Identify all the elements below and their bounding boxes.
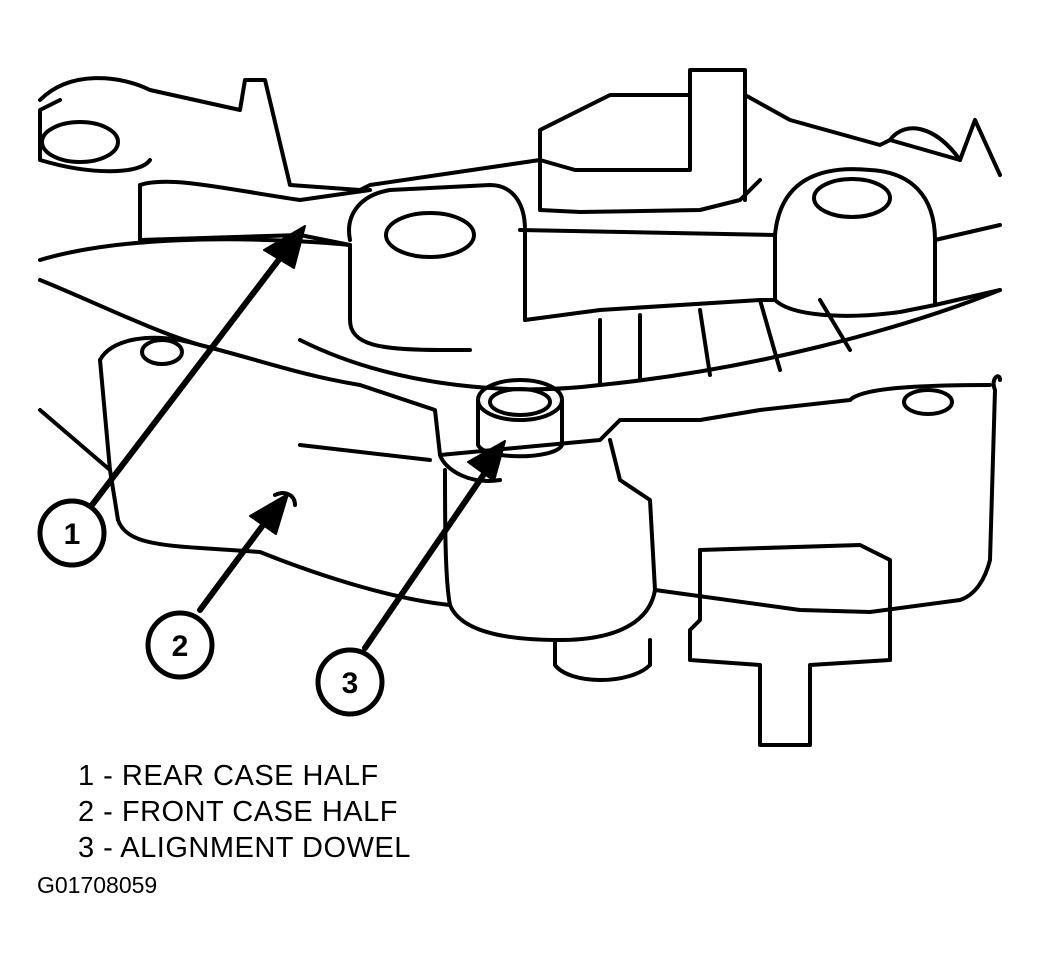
callout-number: 1 [64,518,81,551]
figure-code: G01708059 [37,872,158,898]
arrowhead-2 [249,493,289,535]
legend-item: 2 - FRONT CASE HALF [78,796,398,828]
arrowhead-3 [467,440,506,482]
legend-item: 3 - ALIGNMENT DOWEL [78,832,411,864]
callout-2: 2 [145,610,215,680]
callout-1: 1 [37,498,107,568]
transfer-case-illustration: 1 2 3 [37,68,1002,747]
front-case-half [38,335,1002,747]
legend-item: 1 - REAR CASE HALF [78,760,379,792]
leader-line-2 [197,510,275,613]
legend: 1 - REAR CASE HALF 2 - FRONT CASE HALF 3… [78,758,411,866]
alignment-dowel [476,378,564,459]
callout-number: 2 [172,630,189,663]
arrowhead-1 [263,225,306,269]
callout-number: 3 [342,667,359,700]
rear-case-half [38,68,1002,392]
leader-line-1 [89,242,293,508]
arrowheads [249,225,506,535]
leader-line-3 [362,455,498,651]
leader-arrows [89,242,498,651]
callout-3: 3 [315,647,385,717]
